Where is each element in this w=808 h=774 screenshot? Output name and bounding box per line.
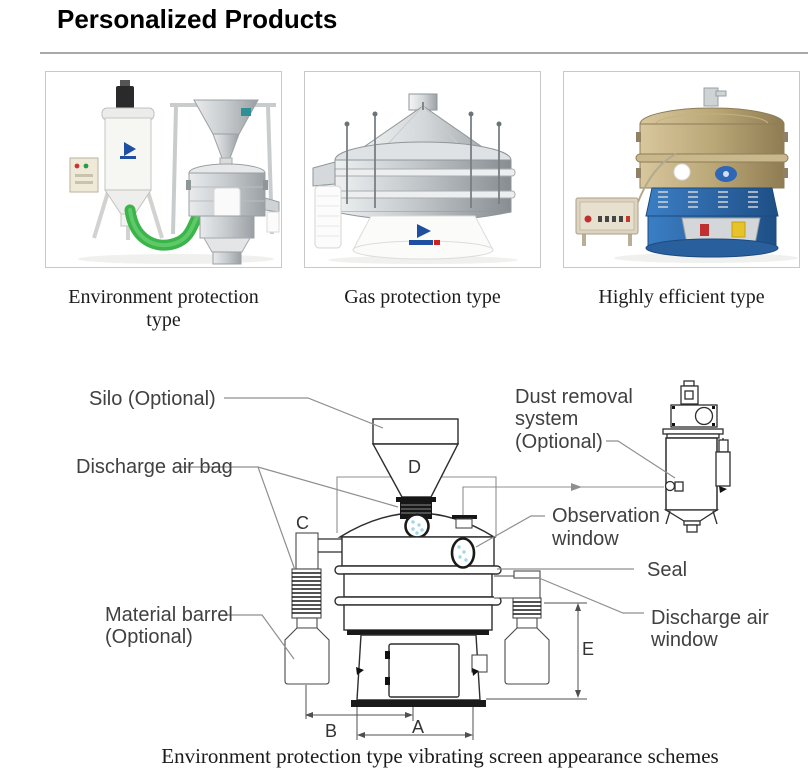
right-discharge-assembly [494, 570, 550, 685]
vibrating-screen-machine [284, 418, 550, 707]
base-door [388, 643, 460, 698]
discharge-air-window-leader [538, 577, 644, 614]
diagram-labels: Silo (Optional) Discharge air bag Dust r… [76, 386, 769, 741]
product-card-gas-protection[interactable] [304, 71, 541, 268]
c-column [295, 532, 319, 570]
sieve-with-frame [170, 99, 280, 265]
label-seal: Seal [647, 559, 687, 581]
silo-hopper [371, 418, 460, 498]
dust-removal-leader [606, 440, 676, 479]
dimension-a: A [412, 717, 424, 737]
header-divider [40, 52, 808, 54]
observation-window-top [404, 513, 430, 539]
machine-base [351, 634, 488, 707]
left-discharge-assembly [284, 532, 342, 685]
product-card-environment-protection[interactable] [45, 71, 282, 268]
vent-pipe [452, 515, 477, 529]
product-caption-gas-protection: Gas protection type [344, 286, 501, 308]
discharge-air-window-cap [513, 570, 541, 579]
label-discharge-air-window-1: Discharge air [651, 607, 769, 629]
machine-body [334, 536, 502, 635]
vibrating-screen-diagram: Silo (Optional) Discharge air bag Dust r… [76, 380, 769, 741]
silo-leader [224, 397, 384, 429]
dimension-b: B [325, 721, 337, 741]
label-dust-removal-3: (Optional) [515, 431, 603, 453]
label-observation-2: window [551, 528, 619, 550]
gas-protection-sieve [312, 93, 516, 260]
dimension-d: D [408, 457, 421, 477]
label-observation-1: Observation [552, 505, 660, 527]
highly-efficient-sieve [635, 87, 789, 258]
material-barrel-left [284, 627, 330, 685]
product-caption-environment-protection: Environment protection type [68, 286, 259, 331]
label-dust-removal-2: system [515, 408, 578, 430]
observation-window-front [450, 537, 476, 569]
dimension-c: C [296, 513, 309, 533]
observation-window-leader [475, 515, 545, 548]
leader-lines [177, 397, 676, 660]
right-ribbed-hose [512, 597, 542, 619]
label-material-barrel-2: (Optional) [105, 626, 193, 648]
airflow-arrow [462, 483, 664, 515]
control-box [575, 153, 677, 246]
discharge-air-bag-leader-2 [257, 466, 296, 571]
label-discharge-air-window-2: window [650, 629, 718, 651]
material-barrel-leader [224, 614, 295, 660]
dust-collector-unit [69, 80, 164, 240]
dust-removal-system [662, 380, 731, 533]
label-dust-removal-1: Dust removal [515, 386, 633, 408]
diagram-caption: Environment protection type vibrating sc… [161, 744, 719, 768]
dimension-e: E [582, 639, 594, 659]
discharge-air-bag-connector [396, 497, 436, 519]
page-title: Personalized Products [57, 4, 338, 34]
product-card-highly-efficient[interactable] [563, 71, 800, 268]
label-material-barrel-1: Material barrel [105, 604, 233, 626]
label-silo: Silo (Optional) [89, 388, 216, 410]
product-photo-gas-protection [312, 93, 518, 264]
product-photo-highly-efficient [575, 87, 798, 263]
product-caption-highly-efficient: Highly efficient type [598, 286, 765, 308]
product-photo-environment-protection [69, 80, 280, 265]
label-discharge-air-bag: Discharge air bag [76, 456, 233, 478]
material-barrel-right [504, 627, 550, 685]
